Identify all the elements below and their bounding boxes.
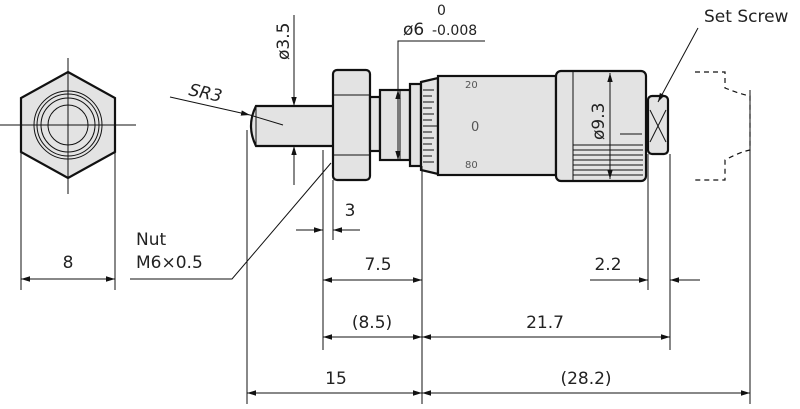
dim-text-15: 15 (325, 369, 347, 389)
sleeve-diameter-dimension: ø6 0 -0.008 (395, 3, 485, 160)
label-spindle-diameter: ø3.5 (274, 23, 294, 60)
dim-nut-thickness: 3 (296, 201, 360, 233)
dim-text-8-5: (8.5) (352, 313, 392, 333)
label-thimble-diameter: ø9.3 (589, 103, 609, 140)
spindle-diameter-dimension: ø3.5 (274, 15, 297, 185)
dim-spindle-to-mount: 15 (247, 369, 422, 396)
dim-text-7-5: 7.5 (364, 255, 391, 275)
dim-text-3: 3 (345, 201, 356, 221)
set-screw-callout: Set Screw (657, 7, 789, 103)
hex-end-view: 8 (0, 58, 136, 290)
label-nut-thread: M6×0.5 (136, 253, 203, 273)
label-sleeve-diameter: ø6 (403, 20, 424, 40)
label-nut: Nut (136, 230, 166, 250)
scale-mark-80: 80 (465, 160, 478, 171)
graduation-lines (423, 89, 437, 163)
nut-callout: Nut M6×0.5 (130, 162, 332, 280)
dim-text-2-2: 2.2 (594, 255, 621, 275)
scale-mark-0: 0 (471, 120, 479, 135)
extension-lines (246, 90, 751, 404)
dim-total-from-mount: (28.2) (422, 369, 750, 396)
dim-hex-width: 8 (63, 253, 74, 273)
tolerance-lower: -0.008 (432, 23, 477, 39)
dim-ratchet-length: 2.2 (590, 255, 700, 283)
dim-nut-to-sleeve: 7.5 (323, 255, 422, 283)
thimble-diameter-dimension: ø9.3 (589, 73, 642, 179)
scale-mark-20: 20 (465, 80, 478, 91)
dim-text-28-2: (28.2) (560, 369, 611, 389)
label-sr3: SR3 (187, 80, 224, 107)
dim-body-length: 21.7 (422, 313, 670, 340)
label-set-screw: Set Screw (704, 7, 789, 27)
dim-mount-length: (8.5) (323, 313, 422, 340)
micrometer-side-view: 20 0 80 (249, 68, 751, 183)
dim-text-21-7: 21.7 (526, 313, 564, 333)
tolerance-upper: 0 (437, 3, 446, 19)
knurling (573, 144, 643, 176)
